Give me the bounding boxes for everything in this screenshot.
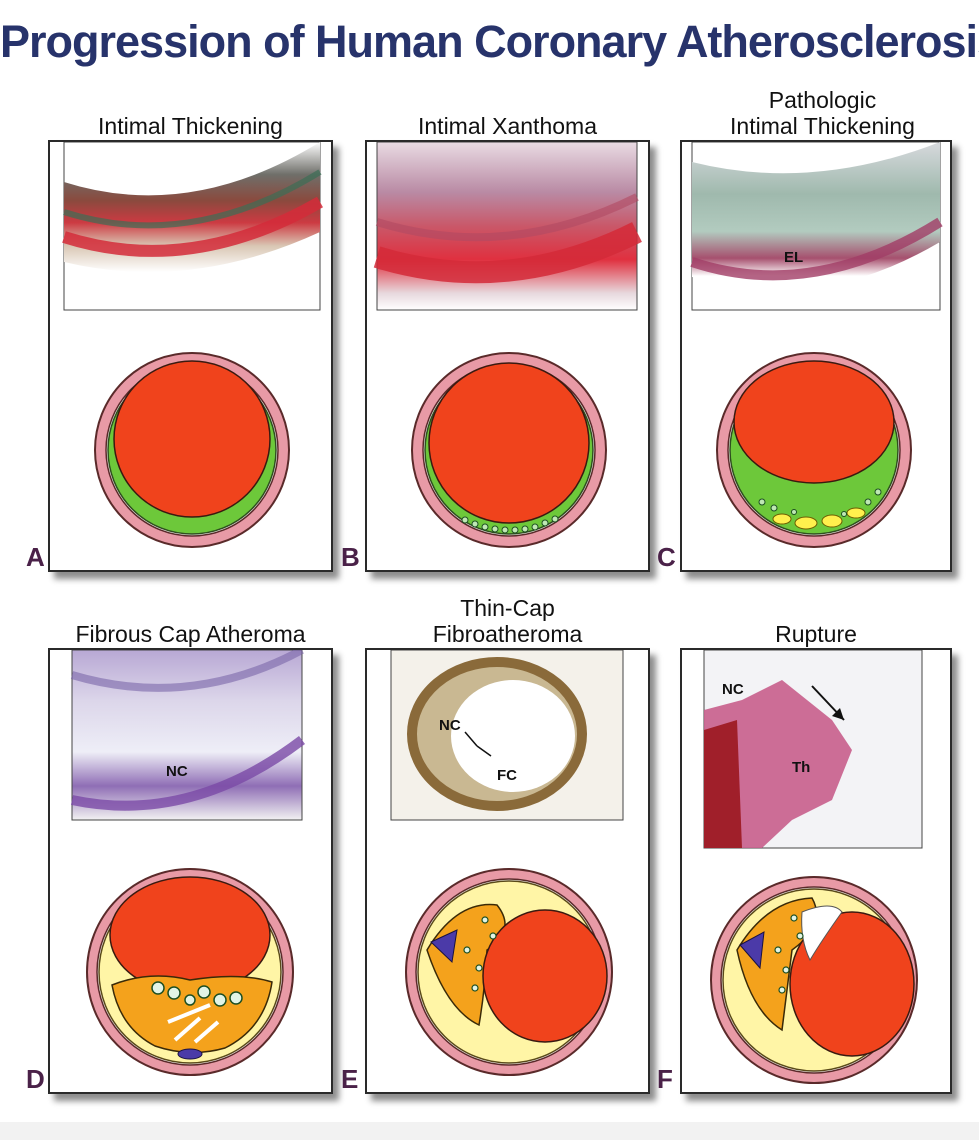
panel-e: NC FC	[365, 648, 650, 1094]
panel-e-illustration: NC FC	[390, 650, 624, 1076]
panel-b-micrograph	[373, 142, 642, 311]
panel-d-letter: D	[26, 1064, 45, 1094]
panel-e-nc-label: NC	[439, 717, 461, 734]
panel-d-illustration: NC	[70, 650, 306, 1076]
panel-c-cross-section	[716, 352, 912, 548]
panel-e-letter: E	[341, 1064, 359, 1094]
panel-b-illustration	[373, 142, 642, 548]
panel-b-cross-section	[411, 352, 607, 548]
panel-f-title: Rupture	[775, 621, 857, 647]
panel-d-micrograph: NC	[70, 650, 306, 821]
panel-c-micrograph: EL	[690, 142, 943, 311]
panel-d-title: Fibrous Cap Atheroma	[75, 621, 306, 647]
panel-f-cross-section	[710, 876, 918, 1084]
panel-a-cross-section	[94, 352, 290, 548]
panel-e-cross-section	[405, 868, 613, 1076]
panel-d-cross-section	[86, 868, 294, 1076]
panel-e-title-line1: Thin-Cap	[460, 595, 555, 621]
page-title: Progression of Human Coronary Atheroscle…	[0, 16, 979, 67]
panel-d-nc-label: NC	[166, 763, 188, 780]
panel-a-title: Intimal Thickening	[98, 113, 283, 139]
panel-a	[48, 140, 333, 572]
panel-d: NC	[48, 648, 333, 1094]
panel-e-title-line2: Fibroatheroma	[432, 621, 583, 647]
panel-f-th-label: Th	[792, 759, 810, 776]
panel-c-el-label: EL	[784, 249, 803, 266]
panel-f-micrograph: NC Th	[703, 650, 923, 849]
panel-f-nc-label: NC	[722, 681, 744, 698]
panel-c: EL	[680, 140, 952, 572]
panel-b-letter: B	[341, 542, 360, 572]
panel-f-illustration: NC Th	[703, 650, 923, 1084]
panel-f: NC Th	[680, 648, 952, 1094]
panel-b	[365, 140, 650, 572]
panel-f-letter: F	[657, 1064, 673, 1094]
panel-c-title-line1: Pathologic	[768, 87, 877, 113]
panel-b-title: Intimal Xanthoma	[418, 113, 597, 139]
bottom-strip	[0, 1122, 979, 1140]
panel-e-micrograph: NC FC	[390, 650, 624, 821]
panel-c-illustration: EL	[690, 142, 943, 548]
panel-e-fc-label: FC	[497, 767, 517, 784]
panel-c-letter: C	[657, 542, 676, 572]
panel-a-letter: A	[26, 542, 45, 572]
panel-a-illustration	[62, 142, 323, 548]
panel-a-micrograph	[62, 142, 323, 311]
panel-c-title-line2: Intimal Thickening	[730, 113, 915, 139]
